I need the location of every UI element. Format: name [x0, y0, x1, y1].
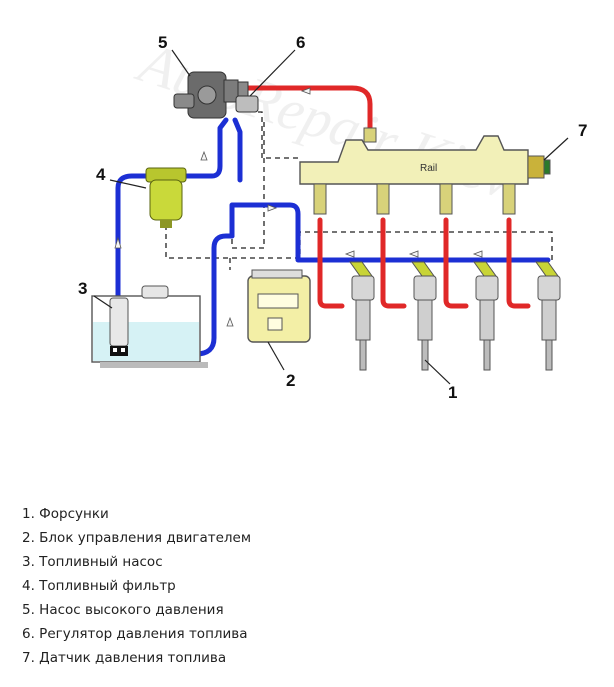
injector [535, 261, 561, 371]
arrow-icon [300, 87, 311, 95]
arrow-icon [344, 250, 355, 258]
arrow-icon [267, 204, 278, 212]
high-pressure-lines [245, 85, 531, 309]
legend-item: 7. Датчик давления топлива [22, 650, 227, 666]
legend-item: 3. Топливный насос [22, 554, 163, 570]
legend-item: 6. Регулятор давления топлива [22, 626, 248, 642]
fuel-system-diagram: AutoRepair Kiev [78, 28, 587, 402]
callout-pressure-regulator: 6 [296, 33, 305, 52]
fuel-filter [145, 167, 187, 228]
leader-lines [93, 49, 569, 385]
arrow-icon [408, 250, 419, 258]
callout-ecu: 2 [286, 371, 295, 390]
injector [411, 261, 437, 371]
legend-item: 4. Топливный фильтр [22, 578, 176, 594]
flow-arrows [114, 87, 483, 327]
callout-injectors: 1 [448, 383, 457, 402]
callout-fuel-pump: 3 [78, 279, 87, 298]
callout-pressure-sensor: 7 [578, 121, 587, 140]
pressure-regulator [235, 81, 259, 113]
fuel-tank [91, 285, 208, 368]
rail-label: Rail [420, 163, 437, 174]
arrow-icon [226, 316, 234, 327]
injector [473, 261, 499, 371]
fuel-pump [109, 297, 129, 356]
callout-hp-pump: 5 [158, 33, 167, 52]
legend-item: 5. Насос высокого давления [22, 602, 224, 618]
injectors [349, 261, 561, 371]
ecu-unit [247, 269, 311, 343]
arrow-icon [472, 250, 483, 258]
legend-item: 2. Блок управления двигателем [22, 530, 252, 546]
callout-fuel-filter: 4 [96, 165, 106, 184]
pressure-sensor [527, 155, 551, 179]
common-rail: Rail [299, 127, 529, 215]
arrow-icon [114, 236, 122, 249]
arrow-icon [200, 150, 208, 161]
component-legend: 1. Форсунки 2. Блок управления двигателе… [22, 502, 251, 670]
legend-item: 1. Форсунки [22, 506, 109, 522]
injector [349, 261, 375, 371]
